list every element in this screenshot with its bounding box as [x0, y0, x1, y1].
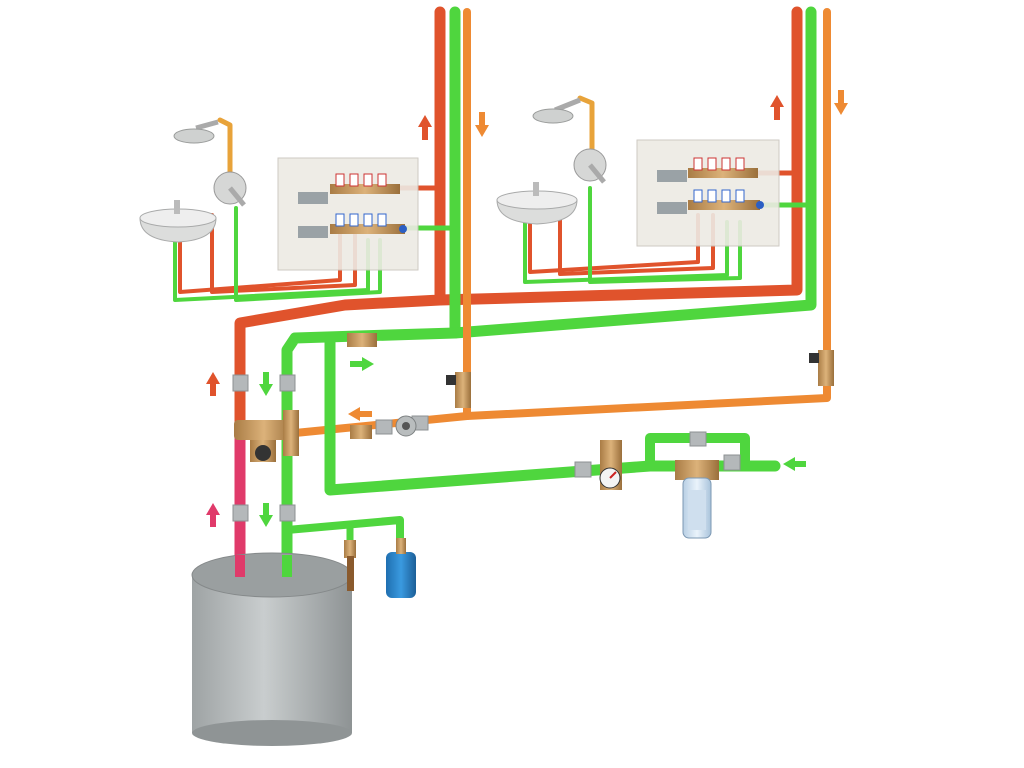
washbasin-icon — [139, 200, 217, 243]
filter-icon — [675, 460, 719, 539]
valve-hot-upper — [232, 374, 249, 392]
fixture-feed-cold-2a — [523, 218, 729, 284]
manifold-icon — [277, 157, 419, 271]
shower-feed-1 — [217, 117, 233, 186]
ball-valves — [232, 374, 741, 522]
shower-head-icon — [532, 97, 581, 124]
balancing-valve-icon — [446, 372, 471, 408]
fixture-group-2 — [496, 97, 780, 247]
pump-icon — [395, 415, 417, 437]
riser-recirc-down-2 — [834, 90, 848, 115]
flow-arrows — [206, 90, 848, 527]
boiler-hot-up — [206, 503, 220, 527]
valve-bypass — [689, 431, 707, 447]
hot-riser-1 — [234, 6, 446, 436]
riser-recirc-down-1 — [475, 112, 489, 137]
brass-fitting-recirc — [350, 425, 372, 439]
mixing-cold-down — [259, 372, 273, 396]
washbasin-icon — [496, 182, 578, 225]
valve-recirc-1 — [375, 419, 393, 435]
valve-filter-out — [723, 454, 741, 471]
valve-filter-in — [574, 461, 592, 478]
manifold-icon — [636, 139, 780, 247]
safety-valve-icon — [344, 540, 356, 591]
cold-feed-right — [350, 357, 374, 371]
riser-hot-up-2 — [770, 95, 784, 120]
shower-feed-2 — [577, 95, 595, 161]
valve-hot-lower — [232, 504, 249, 522]
valve-cold-lower — [279, 504, 296, 522]
pressure-reducer-icon — [599, 440, 622, 490]
mains-inlet-left — [783, 457, 806, 471]
fixture-group-1 — [139, 119, 419, 271]
mixer-tap-icon — [213, 171, 247, 207]
mixer-tap-icon — [573, 148, 607, 184]
recirc-return-left — [348, 407, 372, 421]
shower-head-icon — [173, 119, 219, 144]
balancing-valve-icon — [809, 350, 834, 386]
boiler-cold-down — [259, 503, 273, 527]
pipes — [173, 6, 831, 571]
expansion-branch — [283, 516, 404, 549]
hot-riser-2 — [434, 6, 803, 306]
check-valve-icon — [347, 333, 377, 347]
mixing-hot-up — [206, 372, 220, 396]
expansion-vessel-icon — [386, 538, 416, 598]
riser-hot-up-1 — [418, 115, 432, 140]
mixing-valve-icon — [234, 410, 299, 462]
fixture-feed-cold-2b — [588, 186, 742, 284]
valve-cold-upper — [279, 374, 296, 392]
storage-tank-icon — [191, 552, 353, 746]
